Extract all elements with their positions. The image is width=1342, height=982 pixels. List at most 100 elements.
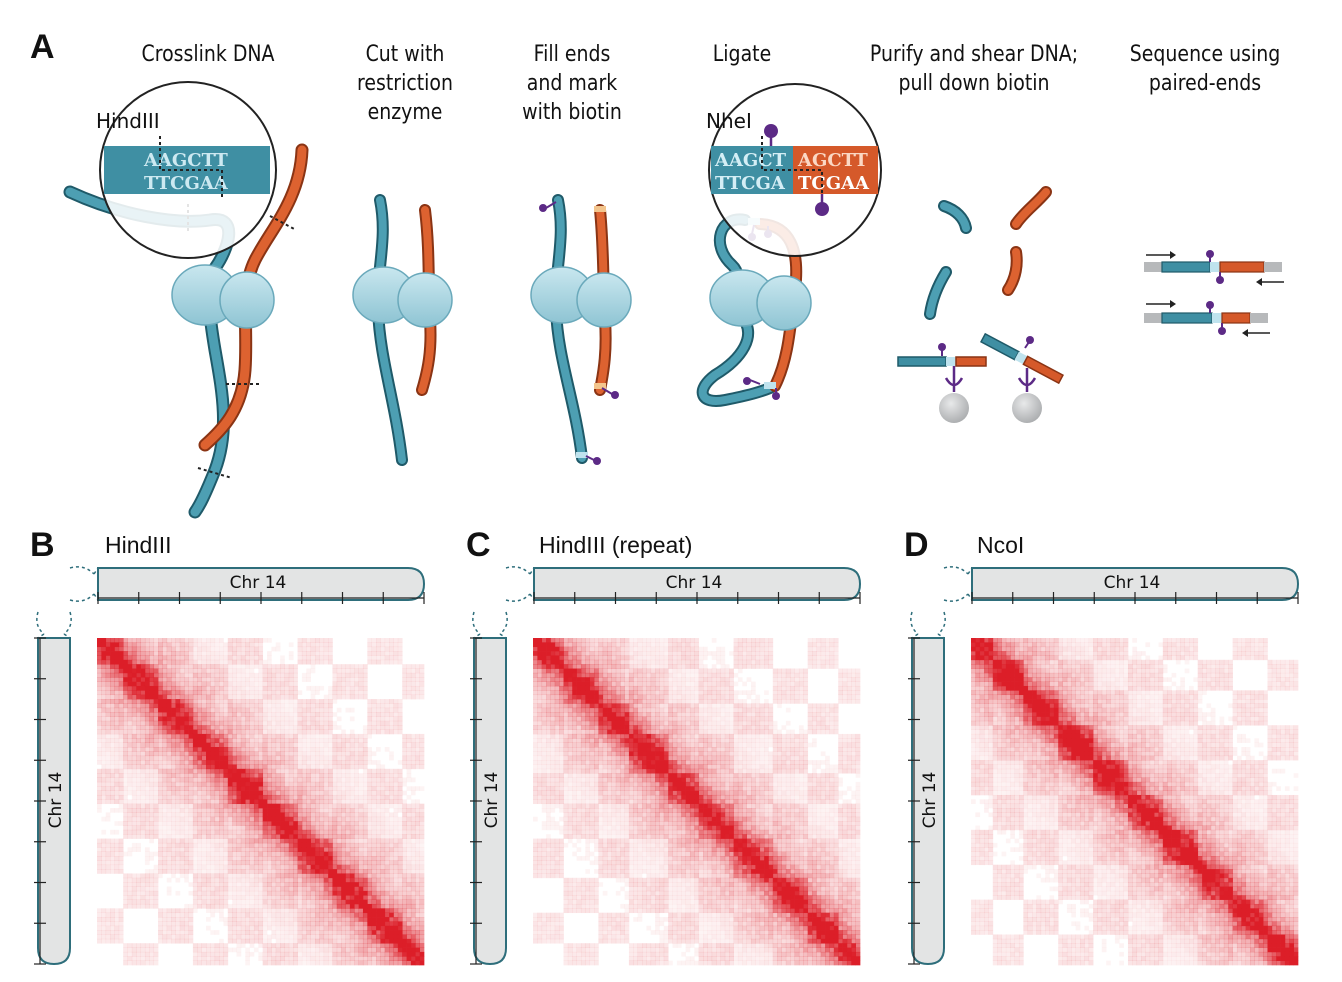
heatmap-cell [358,799,364,805]
heatmap-cell [319,908,325,914]
heatmap-cell [179,803,185,809]
heatmap-cell [354,921,359,927]
heatmap-cell [380,960,386,966]
heatmap-cell [415,895,420,900]
heatmap-cell [345,877,351,883]
heatmap-cell [258,638,264,643]
heatmap-cell [315,908,320,914]
heatmap-cell [123,651,128,656]
heatmap-cell [149,821,155,826]
heatmap-cell [131,829,137,835]
heatmap-cell [297,842,303,848]
heatmap-cell [201,794,207,800]
heatmap-cell [380,768,386,774]
heatmap-cell [253,651,259,656]
heatmap-cell [197,716,202,722]
heatmap-cell [341,917,346,922]
heatmap-cell [267,925,272,931]
heatmap-cell [406,755,412,761]
heatmap-cell [288,816,294,822]
heatmap-cell [280,668,285,674]
heatmap-cell [210,847,216,852]
heatmap-cell [240,672,246,678]
heatmap-cell [297,786,303,791]
heatmap-cell [271,825,277,831]
heatmap-cell [328,808,333,813]
heatmap-cell [253,847,259,852]
heatmap-cell [118,930,124,935]
heatmap-cell [240,755,246,761]
heatmap-cell [136,646,141,652]
heatmap-cell [136,651,141,656]
heatmap-cell [101,655,107,661]
biotin-mark [938,343,946,351]
heatmap-cell [275,764,281,770]
heatmap-cell [376,764,381,770]
heatmap-cell [371,777,377,783]
heatmap-cell [223,668,229,674]
heatmap-cell [171,812,176,818]
heatmap-cell [105,869,111,874]
heatmap-cell [267,873,272,879]
heatmap-cell [175,681,181,687]
heatmap-cell [232,764,237,770]
heatmap-cell [136,794,141,800]
heatmap-cell [127,903,133,909]
heatmap-cell [341,777,346,783]
heatmap-cell [275,860,281,866]
heatmap-cell [245,742,250,748]
heatmap-cell [188,642,194,648]
heatmap-cell [319,803,325,809]
heatmap-cell [315,856,320,861]
heatmap-cell [341,899,346,905]
heatmap-cell [410,764,416,770]
heatmap-cell [101,768,107,774]
heatmap-cell [219,869,224,874]
heatmap-cell [267,895,272,900]
heatmap-cell [166,664,172,669]
heatmap-cell [175,825,181,831]
step-title-purify: Purify and shear DNA; pull down biotin [864,40,1084,98]
heatmap-cell [101,829,107,835]
heatmap-cell [402,747,407,752]
biotin-stalk [545,201,557,209]
heatmap-cell [192,825,198,831]
heatmap-cell [192,733,198,739]
heatmap-cell [397,651,403,656]
heatmap-cell [245,751,250,757]
heatmap-cell [319,934,325,940]
heatmap-cell [293,716,298,722]
heatmap-cell [419,738,425,743]
heatmap-cell [349,877,355,883]
heatmap-cell [389,812,394,818]
heatmap-cell [362,960,368,966]
heatmap-cell [210,747,216,752]
heatmap-cell [140,886,146,892]
heatmap-cell [136,747,141,752]
heatmap-cell [179,912,185,918]
heatmap-cell [245,908,250,914]
heatmap-cell [131,808,137,813]
heatmap-cell [358,873,364,879]
heatmap-cell [153,725,159,730]
heatmap-cell [197,890,202,896]
heatmap-cell [223,860,229,866]
heatmap-cell [140,690,146,696]
heatmap-cell [306,799,311,805]
heatmap-cell [262,738,268,743]
heatmap-cell [345,938,351,944]
heatmap-cell [267,773,272,778]
heatmap-cell [275,960,281,966]
heatmap-cell [332,812,338,818]
heatmap-cell [371,908,377,914]
heatmap-cell [288,908,294,914]
heatmap-cell [288,930,294,935]
heatmap-cell [293,899,298,905]
heatmap-cell [415,742,420,748]
heatmap-cell [192,899,198,905]
heatmap-cell [249,816,255,822]
heatmap-cell [406,869,412,874]
heatmap-cell [323,899,329,905]
heatmap-cell [354,733,359,739]
heatmap-cell [284,672,290,678]
